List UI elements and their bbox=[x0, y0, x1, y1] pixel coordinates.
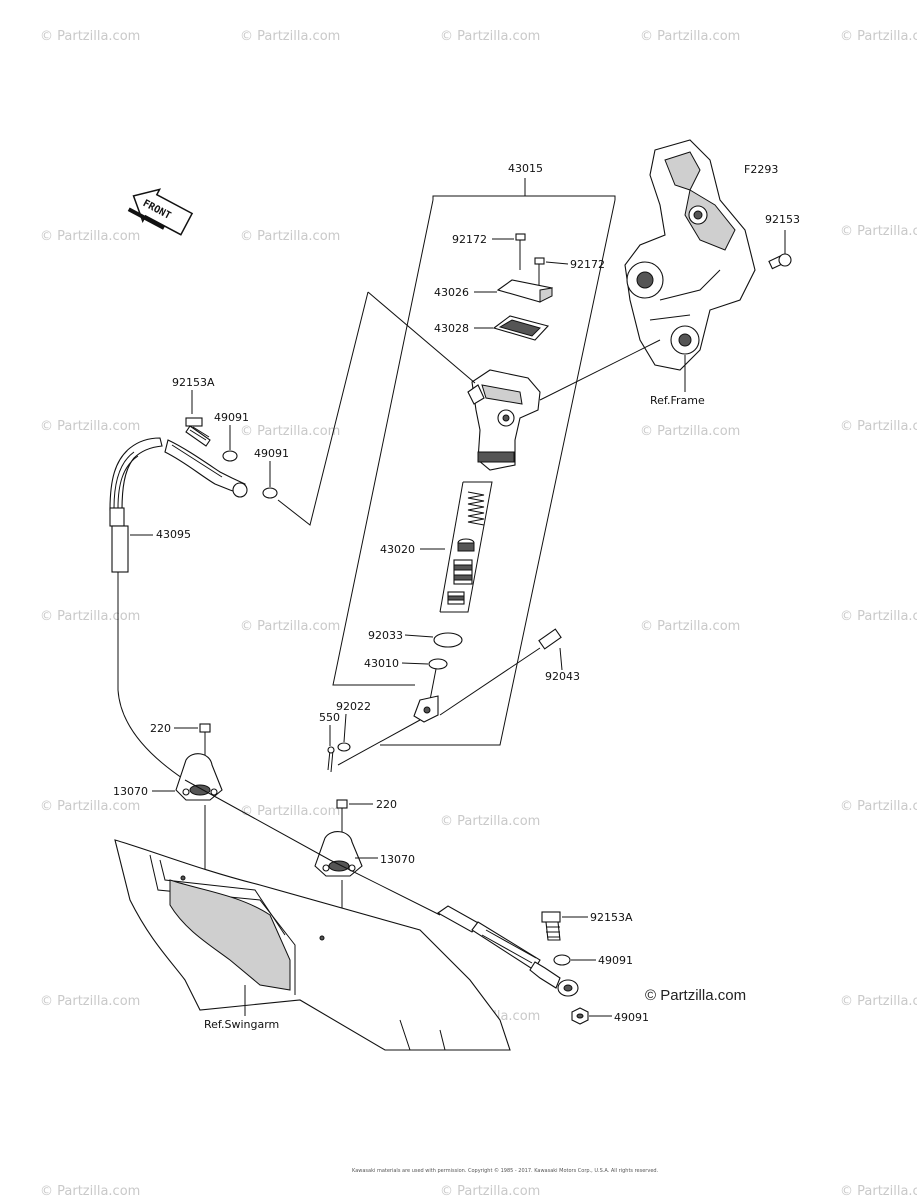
watermark: © Partzilla.com bbox=[640, 29, 740, 44]
banjo-bolt-92153A-bottom bbox=[541, 911, 561, 941]
piston-cup-b bbox=[447, 591, 465, 605]
part-label-92172-a: 92172 bbox=[452, 233, 487, 246]
clamp-13070-b bbox=[314, 831, 363, 877]
washer-49091-c bbox=[553, 954, 571, 966]
watermark: © Partzilla.com bbox=[40, 229, 140, 244]
washer-92022 bbox=[337, 742, 351, 752]
washer-49091-d bbox=[571, 1007, 589, 1025]
part-label-92153: 92153 bbox=[765, 213, 800, 226]
swingarm bbox=[114, 839, 511, 1051]
part-label-550: 550 bbox=[319, 711, 340, 724]
ref-frame-label: Ref.Frame bbox=[650, 394, 705, 407]
frame-bracket bbox=[624, 139, 756, 371]
part-label-49091-c: 49091 bbox=[598, 954, 633, 967]
watermark: © Partzilla.com bbox=[40, 609, 140, 624]
figure-code: F2293 bbox=[744, 163, 778, 176]
watermark: © Partzilla.com bbox=[40, 799, 140, 814]
watermark-layer: © Partzilla.com © Partzilla.com © Partzi… bbox=[40, 29, 917, 1199]
watermark: © Partzilla.com bbox=[240, 619, 340, 634]
front-arrow-icon: FRONT bbox=[127, 188, 194, 236]
clamp-13070-a bbox=[175, 753, 223, 801]
part-label-43015: 43015 bbox=[508, 162, 543, 175]
part-label-49091-a: 49091 bbox=[214, 411, 249, 424]
reservoir-cap-43026 bbox=[496, 279, 554, 303]
part-label-49091-d: 49091 bbox=[614, 1011, 649, 1024]
part-label-220-b: 220 bbox=[376, 798, 397, 811]
part-label-43026: 43026 bbox=[434, 286, 469, 299]
watermark: © Partzilla.com bbox=[240, 229, 340, 244]
watermark: © Partzilla.com bbox=[440, 29, 540, 44]
circlip-92033 bbox=[433, 632, 463, 648]
watermark: © Partzilla.com bbox=[240, 424, 340, 439]
part-label-92022: 92022 bbox=[336, 700, 371, 713]
screw-92172-a bbox=[515, 233, 526, 270]
watermark: © Partzilla.com bbox=[40, 1184, 140, 1199]
part-label-92043: 92043 bbox=[545, 670, 580, 683]
part-label-43095: 43095 bbox=[156, 528, 191, 541]
piston bbox=[453, 559, 473, 585]
part-label-220-a: 220 bbox=[150, 722, 171, 735]
watermark: © Partzilla.com bbox=[840, 609, 917, 624]
ref-swingarm-label: Ref.Swingarm bbox=[204, 1018, 279, 1031]
part-label-13070-a: 13070 bbox=[113, 785, 148, 798]
lower-hose-fitting bbox=[436, 905, 579, 997]
part-label-43020: 43020 bbox=[380, 543, 415, 556]
watermark: © Partzilla.com bbox=[440, 814, 540, 829]
part-label-92172-b: 92172 bbox=[570, 258, 605, 271]
cotter-pin-550 bbox=[327, 746, 335, 773]
diaphragm-43028 bbox=[492, 315, 550, 341]
part-label-43010: 43010 bbox=[364, 657, 399, 670]
part-label-92153A-top: 92153A bbox=[172, 376, 215, 389]
brand-watermark: © Partzilla.com bbox=[645, 987, 746, 1004]
watermark: © Partzilla.com bbox=[840, 994, 917, 1009]
hose-banjo-fitting bbox=[164, 439, 248, 498]
washer-49091-a bbox=[222, 450, 238, 462]
copyright-footer: Kawasaki materials are used with permiss… bbox=[352, 1167, 659, 1174]
watermark: © Partzilla.com bbox=[40, 419, 140, 434]
spring bbox=[467, 491, 485, 526]
piston-cup-a bbox=[457, 538, 475, 552]
banjo-bolt-92153A-top bbox=[185, 417, 211, 447]
washer-49091-b bbox=[262, 487, 278, 499]
bolt-92153 bbox=[768, 253, 792, 270]
watermark: © Partzilla.com bbox=[240, 29, 340, 44]
part-label-49091-b: 49091 bbox=[254, 447, 289, 460]
push-rod-43010 bbox=[413, 658, 448, 723]
pin-92043 bbox=[439, 628, 562, 716]
watermark: © Partzilla.com bbox=[840, 1184, 917, 1199]
watermark: © Partzilla.com bbox=[640, 424, 740, 439]
watermark: © Partzilla.com bbox=[640, 619, 740, 634]
part-label-43028: 43028 bbox=[434, 322, 469, 335]
bolt-220-b bbox=[336, 799, 348, 835]
watermark: © Partzilla.com bbox=[40, 29, 140, 44]
watermark: © Partzilla.com bbox=[840, 29, 917, 44]
part-label-13070-b: 13070 bbox=[380, 853, 415, 866]
watermark: © Partzilla.com bbox=[840, 224, 917, 239]
watermark: © Partzilla.com bbox=[40, 994, 140, 1009]
watermark: © Partzilla.com bbox=[440, 1184, 540, 1199]
watermark: © Partzilla.com bbox=[240, 804, 340, 819]
brake-hose-43095 bbox=[109, 437, 186, 781]
master-cylinder-body bbox=[467, 369, 541, 471]
part-label-92153A-bottom: 92153A bbox=[590, 911, 633, 924]
watermark: © Partzilla.com bbox=[840, 799, 917, 814]
watermark: © Partzilla.com bbox=[840, 419, 917, 434]
part-label-92033: 92033 bbox=[368, 629, 403, 642]
